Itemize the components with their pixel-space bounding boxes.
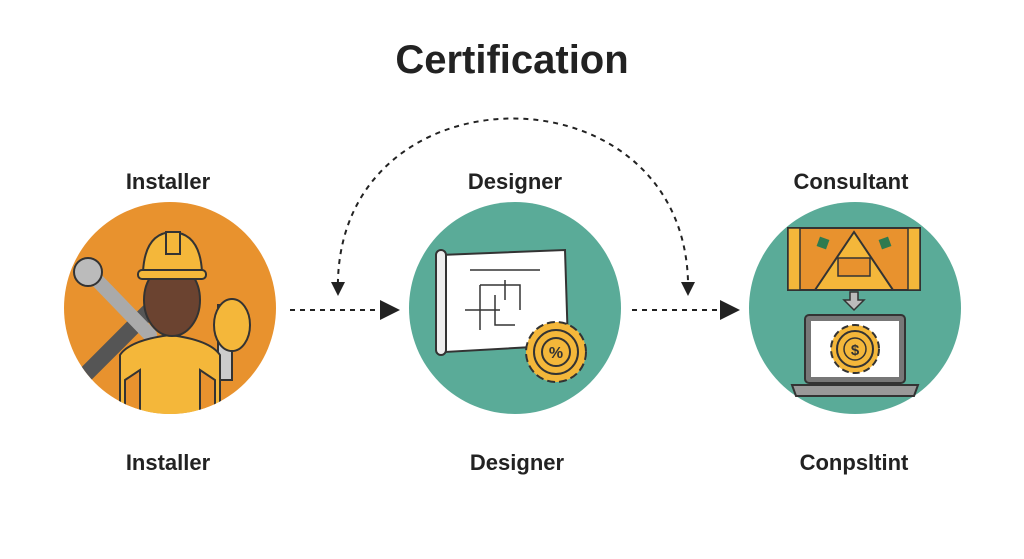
designer-top-label: Designer xyxy=(467,169,563,194)
blueprint-gear-percent-icon: % xyxy=(409,202,621,414)
diagram-title: Certification xyxy=(395,38,629,82)
svg-text:$: $ xyxy=(851,342,860,359)
certification-arc-arrow xyxy=(331,117,695,296)
gear-icon: % xyxy=(525,321,587,383)
consultant-bottom-label: Conpsltint xyxy=(799,450,909,475)
svg-text:%: % xyxy=(549,345,563,362)
designer-bottom-label: Designer xyxy=(469,450,565,475)
consultant-top-label: Consultant xyxy=(793,169,909,194)
patterned-tapestry-icon xyxy=(787,227,921,291)
laptop-gear-dollar-icon: $ xyxy=(749,202,961,414)
installer-bottom-label: Installer xyxy=(125,450,211,475)
installer-top-label: Installer xyxy=(125,169,211,194)
installer-worker-icon xyxy=(64,202,276,414)
